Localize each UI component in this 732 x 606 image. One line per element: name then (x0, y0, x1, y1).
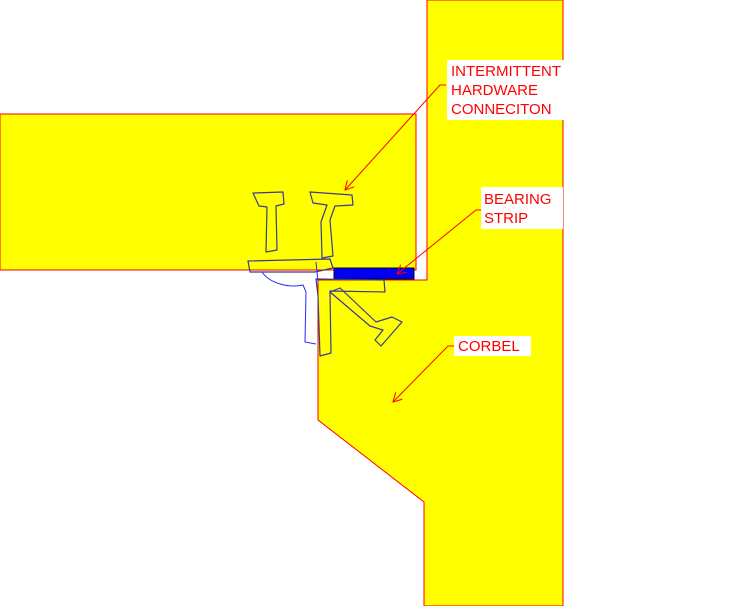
leader-bearing (397, 209, 481, 274)
corbel-anchor-bar (329, 287, 403, 347)
label-corbel: CORBEL (458, 338, 520, 355)
label-connection-line-2: HARDWARE (451, 82, 538, 99)
bearing-strip (333, 267, 415, 280)
label-bearing-line-1: BEARING (484, 191, 552, 208)
blue-sketch-tick (315, 261, 319, 283)
label-connection-line-3: CONNECITON (451, 101, 552, 118)
label-bearing-line-2: STRIP (484, 210, 528, 227)
blue-sketch-line (261, 271, 317, 345)
corbel-hardware-sketch (315, 278, 403, 357)
beam-anchor-left (252, 191, 285, 253)
leader-connection (345, 84, 446, 190)
label-bg-corbel (454, 336, 531, 356)
beam (0, 113, 417, 271)
beam-embed-plate (247, 258, 334, 273)
label-bg-bearing (481, 187, 563, 229)
leader-corbel (393, 345, 454, 402)
label-bg-connection (447, 60, 575, 120)
beam-hardware-sketch (247, 191, 354, 273)
label-connection-line-1: INTERMITTENT (451, 63, 561, 80)
corbel-angle-plate (315, 278, 386, 357)
beam-anchor-right (309, 191, 354, 259)
